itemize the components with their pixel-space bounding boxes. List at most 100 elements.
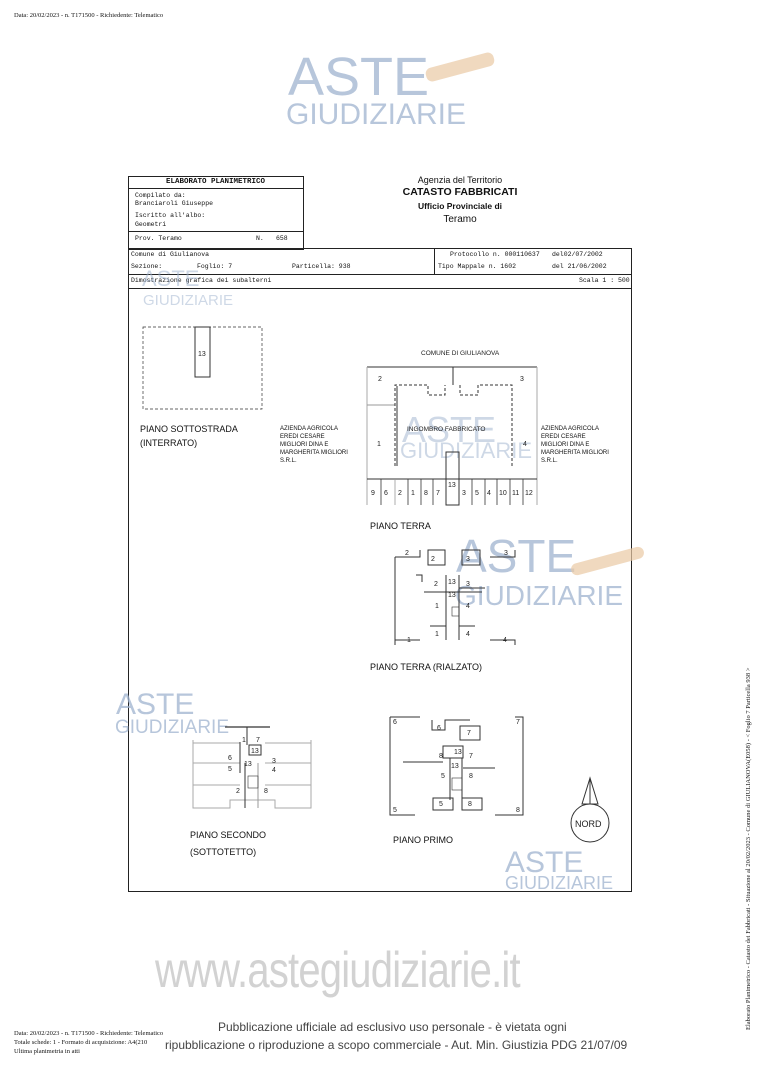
n-label: N. bbox=[256, 235, 264, 242]
sub-label: 7 bbox=[469, 753, 473, 760]
plan-title: PIANO TERRA bbox=[370, 521, 431, 531]
sub-label: 2 bbox=[434, 581, 438, 588]
sub-label: 5 bbox=[475, 490, 479, 497]
sub-label: 13 bbox=[448, 579, 456, 586]
sub-label: 3 bbox=[466, 581, 470, 588]
sub-label: 4 bbox=[487, 490, 491, 497]
particella: Particella: 938 bbox=[292, 263, 351, 270]
watermark-giudiziarie: GIUDIZIARIE bbox=[286, 98, 467, 131]
sub-label: 13 bbox=[244, 761, 252, 768]
sub-label: 6 bbox=[437, 725, 441, 732]
watermark-aste: ASTE bbox=[505, 846, 584, 879]
sub-label: 13 bbox=[451, 763, 459, 770]
sub-label: 4 bbox=[466, 603, 470, 610]
sub-label: 3 bbox=[504, 550, 508, 557]
sub-label: 1 bbox=[435, 631, 439, 638]
top-info: Data: 20/02/2023 - n. T171500 - Richiede… bbox=[14, 12, 164, 19]
plan-subtitle: (SOTTOTETTO) bbox=[190, 847, 257, 857]
tipo-mappale-date: del 21/06/2002 bbox=[552, 263, 607, 270]
side-text: Elaborato Planimetrico - Catasto dei Fab… bbox=[745, 667, 752, 1030]
sub-label: 12 bbox=[525, 490, 533, 497]
sub-label: 4 bbox=[272, 767, 276, 774]
sub-label: 3 bbox=[520, 376, 524, 383]
sub-label: 1 bbox=[411, 490, 415, 497]
plan-rialzato bbox=[394, 549, 516, 645]
sub-label: 11 bbox=[512, 490, 519, 497]
catasto: CATASTO FABBRICATI bbox=[402, 186, 518, 198]
sub-label: 8 bbox=[469, 773, 473, 780]
sub-label: 3 bbox=[466, 556, 470, 563]
sub-label: 4 bbox=[523, 441, 527, 448]
sub-label: 2 bbox=[431, 556, 435, 563]
plan-primo bbox=[389, 716, 524, 816]
dimostrazione: Dimostrazione grafica dei subalterni bbox=[131, 277, 272, 284]
notice-line1: Pubblicazione ufficiale ad esclusivo uso… bbox=[218, 1020, 567, 1034]
plan-frame bbox=[128, 248, 632, 892]
sub-label: 3 bbox=[462, 490, 466, 497]
n-value: 658 bbox=[276, 235, 288, 242]
plan-title: PIANO SOTTOSTRADA bbox=[140, 424, 238, 434]
elaborato-box bbox=[128, 176, 304, 250]
sub-label: 2 bbox=[378, 376, 382, 383]
watermark-giudiziarie: GIUDIZIARIE bbox=[115, 717, 230, 738]
sub-label: 13 bbox=[251, 748, 259, 755]
sub-label: 7 bbox=[467, 730, 471, 737]
sub-label: 5 bbox=[439, 801, 443, 808]
plan-title: PIANO PRIMO bbox=[393, 835, 454, 845]
footer-line3: Ultima planimetria in atti bbox=[14, 1048, 80, 1055]
sub-label: 7 bbox=[436, 490, 440, 497]
protocollo-date: del02/07/2002 bbox=[552, 251, 603, 258]
sub-label: 1 bbox=[407, 637, 411, 644]
plan-title: PIANO TERRA (RIALZATO) bbox=[370, 662, 483, 672]
sub-label: 8 bbox=[468, 801, 472, 808]
sub-label: 1 bbox=[377, 441, 381, 448]
comune: Comune di Giulianova bbox=[131, 251, 210, 258]
watermark-aste: ASTE bbox=[116, 688, 195, 721]
sub-label: 13 bbox=[448, 592, 456, 599]
sub-label: 2 bbox=[398, 490, 402, 497]
watermark-giudiziarie: GIUDIZIARIE bbox=[455, 580, 624, 611]
sub-label: 5 bbox=[228, 766, 232, 773]
watermark-site: www.astegiudiziarie.it bbox=[155, 942, 521, 998]
footer-line1: Data: 20/02/2023 - n. T171500 - Richiede… bbox=[14, 1030, 164, 1037]
sub-label: 13 bbox=[448, 482, 456, 489]
north-arrow-icon bbox=[570, 776, 610, 843]
sub-label: 6 bbox=[228, 755, 232, 762]
watermark-aste: ASTE bbox=[288, 47, 430, 107]
sub-label: 5 bbox=[393, 807, 397, 814]
sub-label: 5 bbox=[441, 773, 445, 780]
watermark-aste: ASTE bbox=[456, 530, 577, 582]
plan-subtitle: (INTERRATO) bbox=[140, 438, 198, 448]
ufficio: Ufficio Provinciale di bbox=[417, 201, 503, 211]
watermark-giudiziarie: GIUDIZIARIE bbox=[505, 873, 614, 893]
sub-label: 1 bbox=[435, 603, 439, 610]
sub-label: 13 bbox=[198, 351, 206, 358]
sub-label: 3 bbox=[272, 758, 276, 765]
watermark-aste: ASTE bbox=[402, 409, 497, 450]
agency: Agenzia del Territorio bbox=[417, 175, 503, 185]
plan-sottostrada bbox=[142, 326, 263, 410]
foglio: Foglio: 7 bbox=[197, 263, 233, 270]
sub-label: 10 bbox=[499, 490, 507, 497]
tipo-mappale: Tipo Mappale n. 1602 bbox=[438, 263, 517, 270]
watermark-giudiziarie: GIUDIZIARIE bbox=[400, 438, 533, 463]
plan-secondo bbox=[192, 726, 312, 809]
sezione: Sezione: bbox=[131, 263, 163, 270]
sub-label: 13 bbox=[454, 749, 462, 756]
sub-label: 8 bbox=[439, 753, 443, 760]
plan-terra bbox=[366, 366, 538, 506]
notice-line2: ripubblicazione o riproduzione a scopo c… bbox=[165, 1038, 628, 1052]
compilato-label: Compilato da: bbox=[135, 192, 186, 199]
sub-label: 8 bbox=[264, 788, 268, 795]
albo-value: Geometri bbox=[135, 221, 167, 228]
albo-label: Iscritto all'albo: bbox=[135, 212, 206, 219]
sub-label: 8 bbox=[424, 490, 428, 497]
watermark-giudiziarie: GIUDIZIARIE bbox=[143, 292, 234, 309]
plan-title: PIANO SECONDO bbox=[190, 830, 267, 840]
protocollo: Protocollo n. 000110637 bbox=[450, 251, 540, 258]
citta: Teramo bbox=[443, 214, 477, 225]
